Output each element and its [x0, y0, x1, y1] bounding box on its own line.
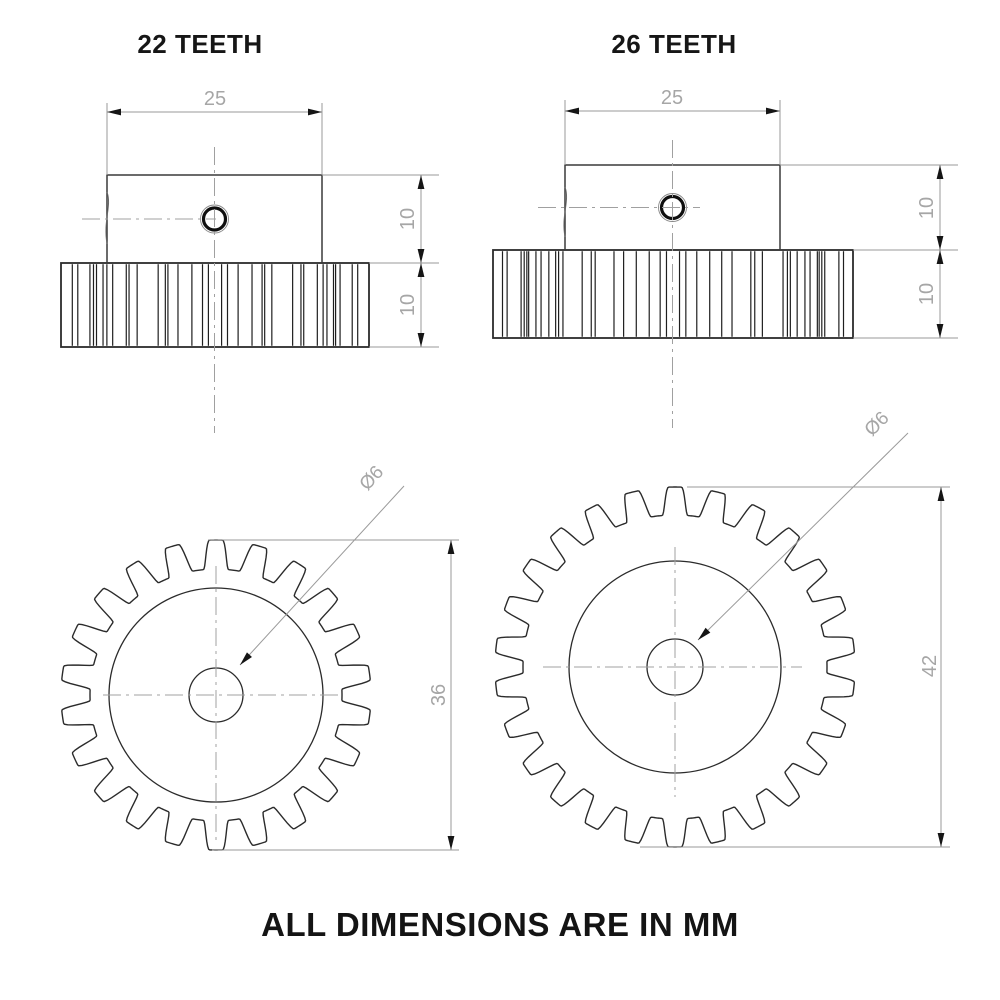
- bore-leader-line: [239, 485, 405, 666]
- dimension-arrowhead: [936, 236, 944, 250]
- dim-hub-width-left: 25: [204, 88, 226, 110]
- break-line: [563, 186, 568, 238]
- dim-bore-left: Ø6: [356, 462, 389, 495]
- dimension-arrowhead: [417, 333, 425, 347]
- dimension-arrowhead: [417, 263, 425, 277]
- gear-teeth-outline: [494, 486, 856, 848]
- bore-leader-arrowhead: [698, 627, 711, 640]
- gear-teeth-outline: [61, 539, 371, 851]
- bore-leader-arrowhead: [240, 652, 252, 665]
- dimension-arrowhead: [936, 324, 944, 338]
- dim-hub-height-right: 10: [916, 197, 938, 219]
- dimension-arrowhead: [937, 833, 945, 847]
- dimension-arrowhead: [107, 108, 121, 116]
- dim-outer-diameter-left: 36: [428, 684, 450, 706]
- dimension-arrowhead: [565, 107, 579, 115]
- dim-face-width-left: 10: [397, 294, 419, 316]
- footer-note: ALL DIMENSIONS ARE IN MM: [261, 906, 739, 943]
- dimension-arrowhead: [417, 175, 425, 189]
- front-view-left-gear: [61, 485, 459, 851]
- side-view-right-gear: [492, 100, 958, 428]
- dim-face-width-right: 10: [916, 283, 938, 305]
- dimension-arrowhead: [447, 836, 455, 850]
- bore-leader-line: [697, 432, 909, 641]
- dim-hub-width-right: 25: [661, 87, 683, 109]
- front-view-right-gear: [494, 432, 950, 848]
- gear-left-title: 22 TEETH: [137, 29, 263, 59]
- dim-bore-right: Ø6: [861, 408, 894, 441]
- gear-body-rect: [492, 249, 854, 339]
- dimension-arrowhead: [417, 249, 425, 263]
- dim-outer-diameter-right: 42: [919, 655, 941, 677]
- dimension-arrowhead: [447, 540, 455, 554]
- side-view-left-gear: [60, 103, 439, 433]
- dimension-arrowhead: [766, 107, 780, 115]
- break-line: [105, 191, 110, 245]
- dimension-arrowhead: [308, 108, 322, 116]
- dimension-arrowhead: [936, 250, 944, 264]
- set-screw-hole: [201, 206, 228, 232]
- dimension-arrowhead: [937, 487, 945, 501]
- dim-hub-height-left: 10: [397, 208, 419, 230]
- dimension-arrowhead: [936, 165, 944, 179]
- gear-right-title: 26 TEETH: [611, 29, 737, 59]
